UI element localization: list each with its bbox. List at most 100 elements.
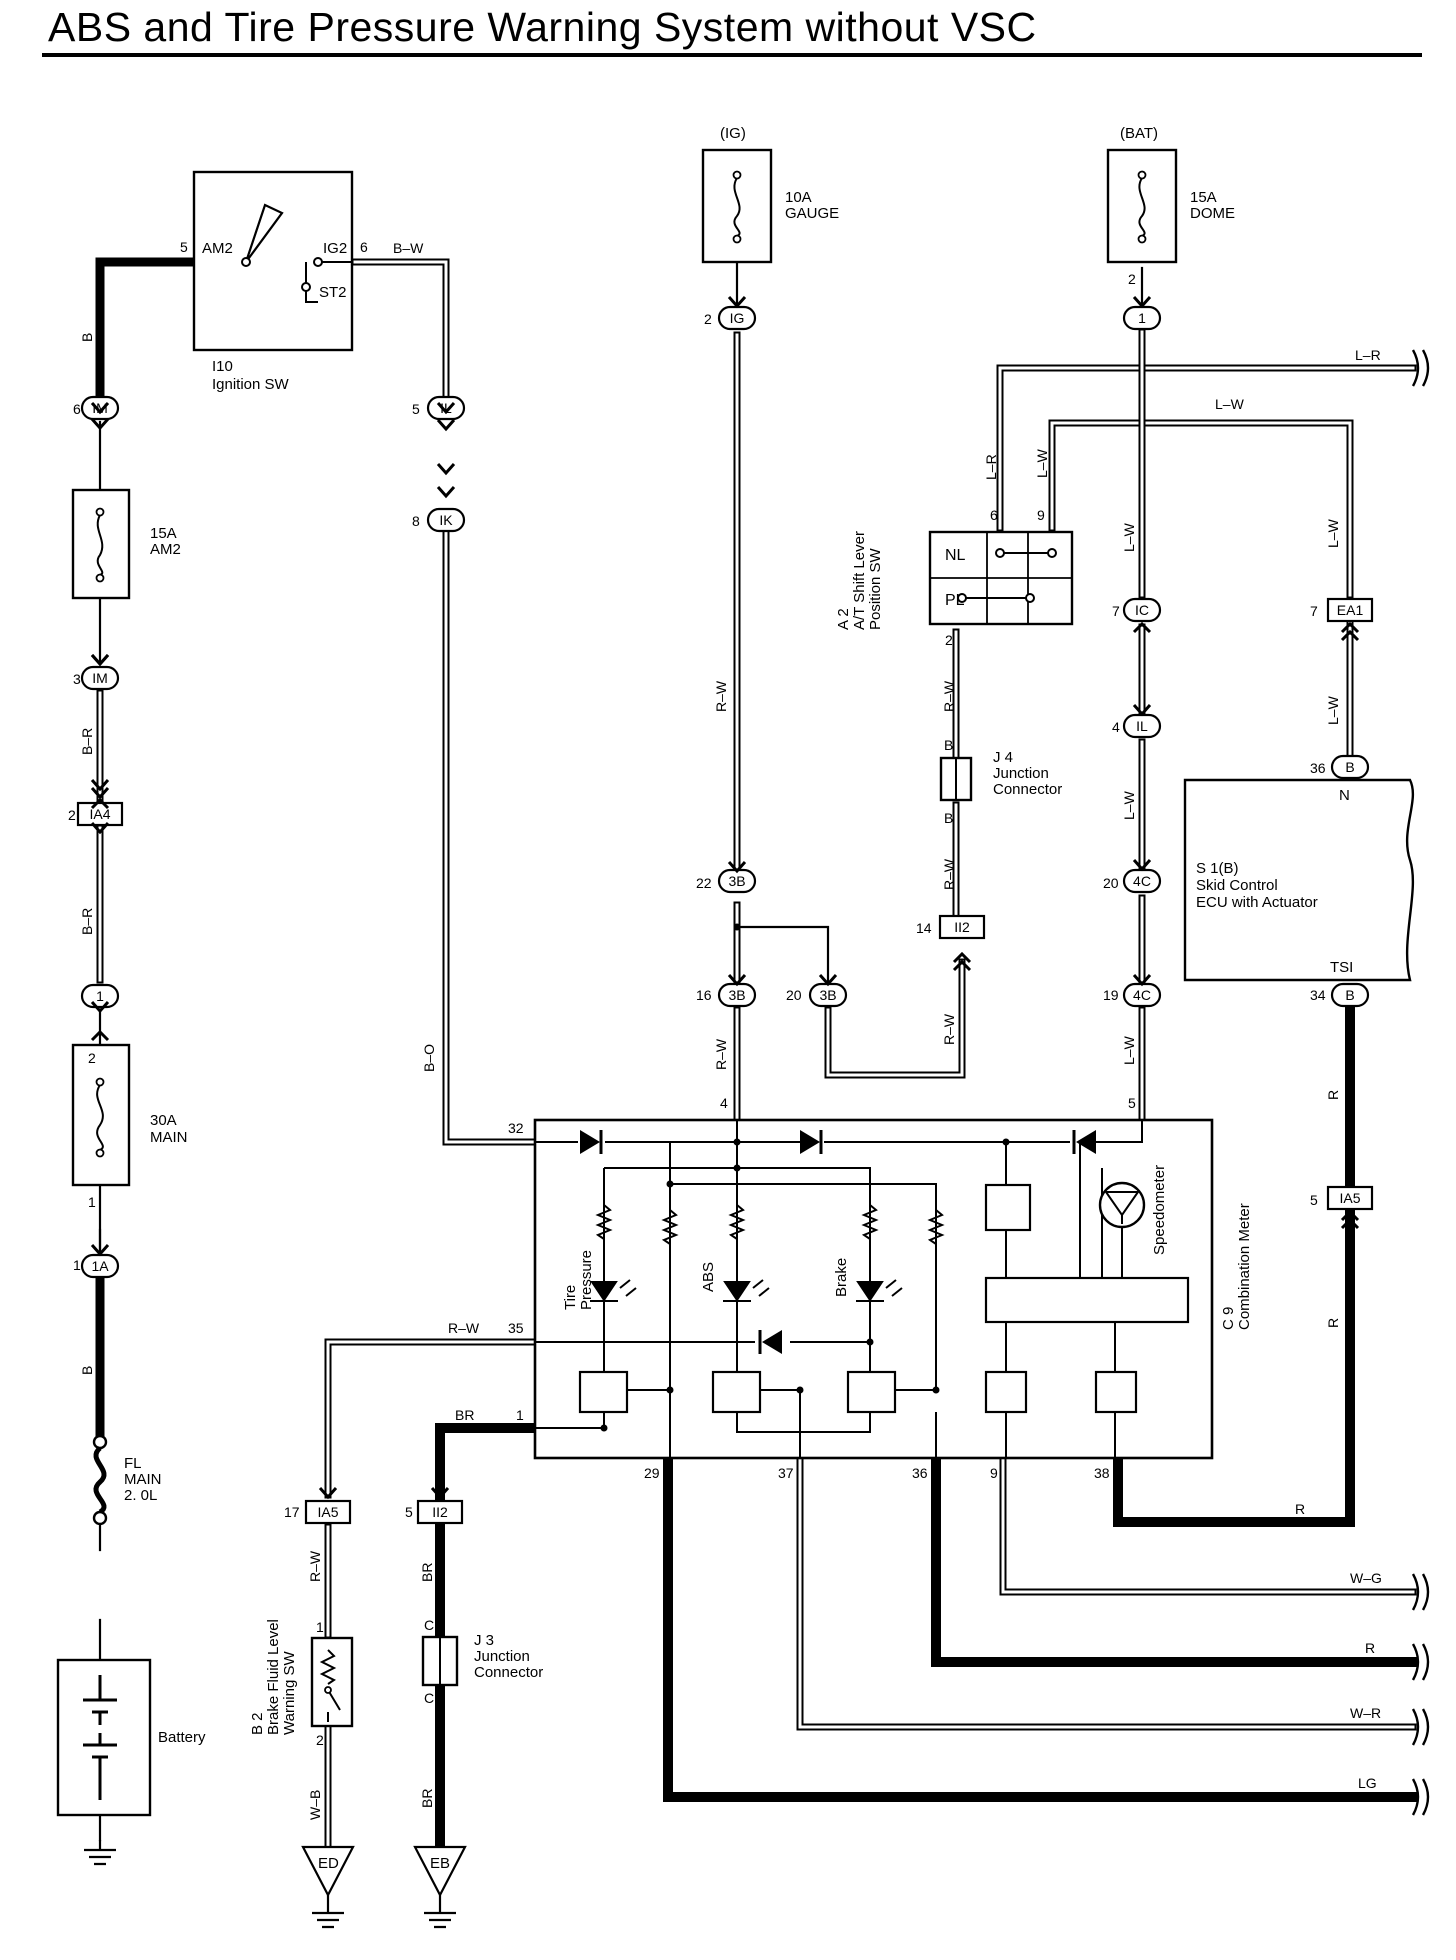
j4-line1: Junction (993, 765, 1049, 782)
connector-label: 1 (96, 988, 104, 1004)
fuse-gauge-name: GAUGE (785, 205, 839, 222)
wc-br-b: BR (419, 1563, 435, 1582)
brake-sw-line1: Brake Fluid Level (265, 1619, 282, 1735)
wc-lw-1: L–W (1034, 448, 1050, 478)
pin: 5 (405, 1504, 413, 1520)
ignition-code: I10 (212, 358, 233, 375)
shift-code: A 2 (835, 608, 852, 630)
wc-br-a: BR (455, 1407, 474, 1423)
ecu-pin-tsi: TSI (1330, 959, 1353, 976)
wc-lw-2: L–W (1215, 396, 1245, 412)
pin: 9 (1037, 507, 1045, 523)
wc-b-2: B (79, 1366, 95, 1375)
wc-r-4: R (1365, 1640, 1375, 1656)
wire-r-out (931, 1453, 1418, 1667)
fuse-am2-amp: 15A (150, 525, 177, 542)
pin: 36 (912, 1465, 928, 1481)
connector-label: IG (730, 310, 745, 326)
pin: 20 (1103, 875, 1119, 891)
connector-im: IM (80, 395, 120, 421)
j3-line1: Junction (474, 1648, 530, 1665)
connector-1a: 1A (80, 1253, 120, 1279)
connector-label: IL (1136, 718, 1148, 734)
terminal-st2: ST2 (319, 284, 347, 301)
connector-ia4: IA4 (76, 801, 124, 827)
connector-4c: 4C (1122, 868, 1162, 894)
connector-label: IM (92, 670, 108, 686)
connector-ic: IC (1122, 597, 1162, 623)
wc-lg: LG (1358, 1775, 1377, 1791)
wire-r-w-35 (324, 1338, 539, 1499)
ground-eb: EB (430, 1855, 450, 1872)
connector-label: IA5 (1339, 1190, 1360, 1206)
connector-label: B (1345, 987, 1354, 1003)
meter-code: C 9 (1220, 1307, 1237, 1330)
connector-1: 1 (80, 983, 120, 1009)
wire-b-am2 (95, 257, 203, 400)
fuse-dome-amp: 15A (1190, 189, 1217, 206)
wc-wb: W–B (307, 1790, 323, 1820)
shift-lever-switch: NL PL A 2 A/T Shift Lever Position SW (835, 530, 1074, 630)
fuse-am2-name: AM2 (150, 541, 181, 558)
ecu-line1: Skid Control (1196, 877, 1278, 894)
connector-ia5: IA5 (304, 1499, 352, 1525)
connector-label: EA1 (1337, 602, 1364, 618)
pin: 5 (1310, 1192, 1318, 1208)
pin: 29 (644, 1465, 660, 1481)
wc-lw-4: L–W (1325, 518, 1341, 548)
ecu-pin-n: N (1339, 787, 1350, 804)
pin: 9 (990, 1465, 998, 1481)
connector-ii2: II2 (938, 914, 986, 940)
wc-br-2: B–R (79, 908, 95, 935)
connector-chevrons (90, 295, 1360, 1499)
connector-3b: 3B (808, 982, 848, 1008)
wc-b-j4a: B (944, 737, 953, 753)
wire-r-tsi (1113, 1005, 1355, 1527)
shift-pos-nl: NL (945, 547, 966, 564)
wc-bo: B–O (421, 1044, 437, 1072)
fuse-am2: 15A AM2 (71, 488, 181, 600)
pin: 8 (412, 513, 420, 529)
pin: 20 (786, 987, 802, 1003)
connector-il: IL (1122, 713, 1162, 739)
connector-label: II2 (432, 1504, 448, 1520)
ignition-name: Ignition SW (212, 376, 290, 393)
pin: 1 (516, 1407, 524, 1423)
wc-bw: B–W (393, 240, 424, 256)
wc-lr-2: L–R (1355, 347, 1381, 363)
fuse-dome-name: DOME (1190, 205, 1235, 222)
pin: 22 (696, 875, 712, 891)
pin: 1 (73, 1257, 81, 1273)
wc-rw-7: R–W (307, 1550, 323, 1582)
power-ig-label: (IG) (720, 125, 746, 142)
connector-4c: 4C (1122, 982, 1162, 1008)
pin: 2 (704, 311, 712, 327)
connector-label: 4C (1133, 987, 1151, 1003)
pin: 6 (73, 401, 81, 417)
speedometer-label: Speedometer (1151, 1165, 1168, 1255)
connector-il: IL (426, 395, 466, 421)
meter-name: Combination Meter (1236, 1203, 1253, 1330)
combination-meter: Tire Pressure ABS Brake Speedometer C 9 … (533, 923, 1253, 1460)
j3-code: J 3 (474, 1632, 494, 1649)
ground-symbols: ED EB (84, 1840, 467, 1929)
connector-ii2: II2 (416, 1499, 464, 1525)
connector-ik: IK (426, 507, 466, 533)
pin: 5 (412, 401, 420, 417)
pin: 7 (1112, 603, 1120, 619)
pin: 4 (1112, 719, 1120, 735)
j3-line2: Connector (474, 1664, 543, 1681)
fuse-gauge: (IG) 10A GAUGE (701, 125, 839, 264)
terminal-am2: AM2 (202, 240, 233, 257)
connector-label: II2 (954, 919, 970, 935)
brake-sw-line2: Warning SW (281, 1651, 298, 1735)
wc-r-2: R (1325, 1318, 1341, 1328)
wc-lw-6: L–W (1121, 790, 1137, 820)
shift-line2: Position SW (867, 547, 884, 630)
wc-b-j4b: B (944, 810, 953, 826)
pin: 6 (990, 507, 998, 523)
pin: 7 (1310, 603, 1318, 619)
lamp-tire: Tire (562, 1285, 579, 1310)
fuse-gauge-amp: 10A (785, 189, 812, 206)
connector-label: 3B (728, 987, 745, 1003)
